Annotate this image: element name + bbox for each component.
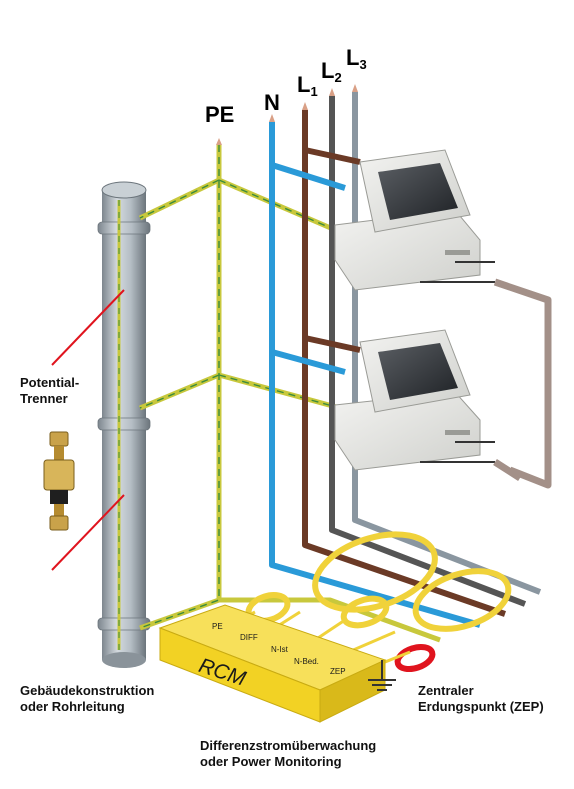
- pe-label: PE: [205, 102, 235, 127]
- l1-subscript: 1: [310, 84, 318, 99]
- zep-label: Zentraler Erdungspunkt (ZEP): [418, 683, 544, 715]
- rcm-terminal-n-bed: N-Bed.: [294, 657, 319, 666]
- l2-subscript: 2: [334, 70, 342, 85]
- rcm-terminal-n-ist: N-Ist: [271, 645, 288, 654]
- computer-bottom: [334, 329, 495, 471]
- rcm-terminal-diff: DIFF: [240, 633, 258, 642]
- potential-trenner-line-1: Potential-: [20, 375, 80, 390]
- building-pipe: [97, 181, 151, 668]
- l3-subscript: 3: [359, 57, 367, 72]
- building-label-line-1: Gebäudekonstruktion: [20, 683, 155, 698]
- network-cable: [493, 278, 552, 489]
- potential-trenner-line-2: Trenner: [20, 391, 68, 406]
- building-label: Gebäudekonstruktion oder Rohrleitung: [20, 683, 154, 715]
- l1-label: L1: [297, 72, 318, 99]
- n-conductor: [269, 114, 481, 628]
- rcm-terminal-zep: ZEP: [330, 667, 346, 676]
- l1-conductor: [302, 102, 506, 617]
- computer-top: [334, 149, 495, 291]
- zep-ring: [394, 643, 436, 673]
- monitoring-label-line-2: oder Power Monitoring: [200, 754, 342, 769]
- potential-separator-fitting: [43, 431, 75, 531]
- n-label: N: [264, 90, 280, 115]
- potential-trenner-pointers: [51, 289, 125, 571]
- l3-label: L3: [346, 45, 367, 72]
- monitoring-label: Differenzstromüberwachung oder Power Mon…: [200, 738, 376, 770]
- zep-label-line-2: Erdungspunkt (ZEP): [418, 699, 544, 714]
- rcm-device: [158, 604, 387, 723]
- monitoring-label-line-1: Differenzstromüberwachung: [200, 738, 377, 753]
- rcm-terminal-pe: PE: [212, 622, 223, 631]
- potential-trenner-label: Potential- Trenner: [20, 375, 79, 407]
- l2-label: L2: [321, 58, 342, 85]
- ground-symbol: [368, 660, 396, 691]
- building-label-line-2: oder Rohrleitung: [20, 699, 125, 714]
- zep-label-line-1: Zentraler: [418, 683, 474, 698]
- l2-conductor: [329, 88, 527, 607]
